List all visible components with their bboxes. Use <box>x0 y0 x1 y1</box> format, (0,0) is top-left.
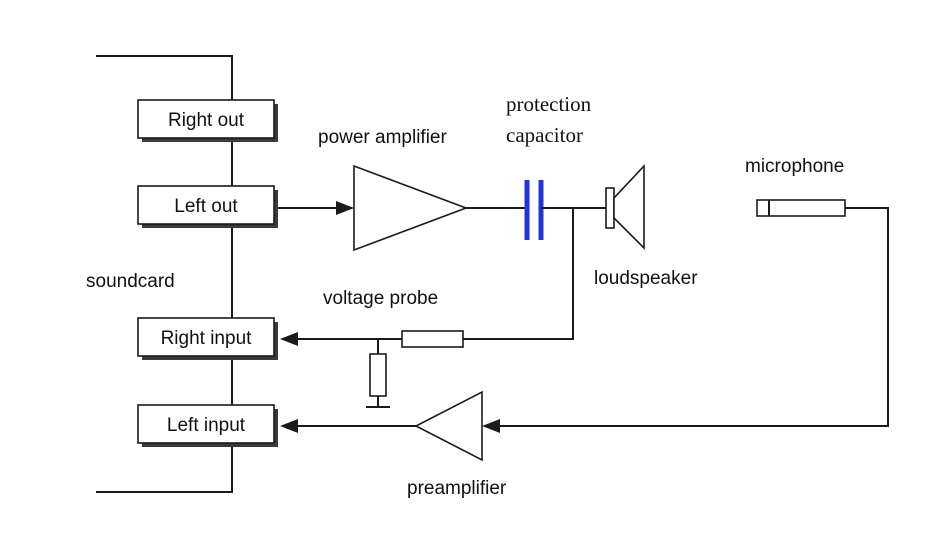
port-right-out-label: Right out <box>168 110 245 131</box>
preamplifier-symbol <box>414 390 483 462</box>
port-right-out: Right out <box>137 99 278 142</box>
loudspeaker-label: loudspeaker <box>594 268 698 289</box>
port-left-out: Left out <box>137 185 278 228</box>
microphone-symbol <box>756 199 846 217</box>
port-right-input-label: Right input <box>161 328 253 349</box>
soundcard-label: soundcard <box>86 271 175 292</box>
arrow-to-preamplifier <box>482 419 500 433</box>
loudspeaker-symbol <box>605 163 645 250</box>
power-amplifier-label: power amplifier <box>318 127 447 148</box>
power-amplifier-symbol <box>353 164 469 252</box>
voltage-probe-label: voltage probe <box>323 288 438 309</box>
soundcard-outline <box>96 55 233 493</box>
wire-mic-preamp <box>500 207 889 427</box>
arrow-to-right-input <box>280 332 298 346</box>
port-left-input: Left input <box>137 404 278 447</box>
port-right-input: Right input <box>137 317 278 360</box>
protection-label: protection <box>506 92 592 116</box>
microphone-label: microphone <box>745 156 844 177</box>
wire-probe-tap <box>463 208 574 340</box>
preamplifier-label: preamplifier <box>407 478 507 499</box>
capacitor-label: capacitor <box>506 123 583 147</box>
port-left-out-label: Left out <box>174 196 238 217</box>
arrow-to-left-input <box>280 419 298 433</box>
arrow-to-power-amplifier <box>336 201 354 215</box>
probe-resistor-series <box>401 330 464 348</box>
probe-resistor-shunt <box>369 353 387 397</box>
port-left-input-label: Left input <box>167 415 246 436</box>
